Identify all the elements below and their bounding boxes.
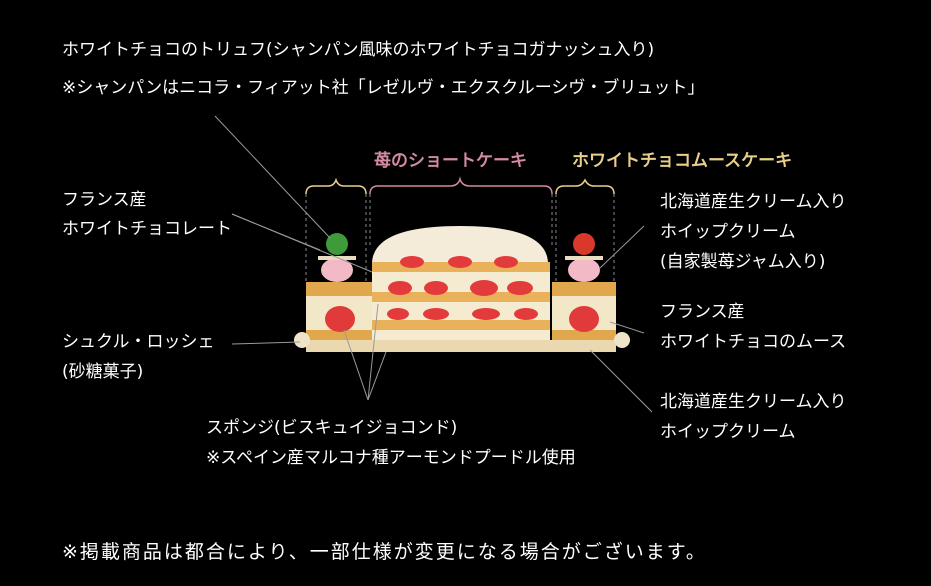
green-truffle [326, 233, 348, 255]
label-whip1-line1: 北海道産生クリーム入り [660, 188, 847, 217]
truffle-label-line2: ※シャンパンはニコラ・フィアット社「レゼルヴ・エクスクルーシヴ・ブリュット」 [62, 74, 704, 103]
label-whip1-line3: (自家製苺ジャム入り) [660, 248, 825, 277]
cake-base [306, 340, 616, 352]
pink-cream [568, 258, 600, 282]
label-mousse-line2: ホワイトチョコのムース [660, 328, 846, 357]
red-truffle [573, 233, 595, 255]
label-whip2-line1: 北海道産生クリーム入り [660, 388, 847, 417]
label-sponge-line1: スポンジ(ビスキュイジョコンド) [206, 414, 457, 443]
label-mousse-line1: フランス産 [660, 298, 745, 327]
brace-left-mousse [306, 180, 366, 194]
label-sponge-line2: ※スペイン産マルコナ種アーモンドプードル使用 [206, 444, 576, 473]
label-white-choco-line2: ホワイトチョコレート [62, 215, 232, 244]
strawberry [569, 306, 599, 332]
brace-strawberry [370, 179, 552, 194]
label-whip1-line2: ホイップクリーム [660, 218, 796, 247]
label-whip2-line2: ホイップクリーム [660, 418, 796, 447]
brace-right-mousse [556, 180, 614, 194]
shortcake-body [372, 262, 550, 344]
disclaimer-note: ※掲載商品は都合により、一部仕様が変更になる場合がございます。 [62, 537, 707, 564]
header-strawberry-shortcake: 苺のショートケーキ [374, 146, 527, 171]
strawberry [325, 306, 355, 332]
label-sucre-line1: シュクル・ロッシェ [62, 328, 215, 357]
label-white-choco-line1: フランス産 [62, 186, 147, 215]
label-sucre-line2: (砂糖菓子) [62, 358, 143, 387]
header-white-choco-mousse: ホワイトチョコムースケーキ [572, 146, 792, 171]
truffle-label-line1: ホワイトチョコのトリュフ(シャンパン風味のホワイトチョコガナッシュ入り) [62, 36, 654, 65]
